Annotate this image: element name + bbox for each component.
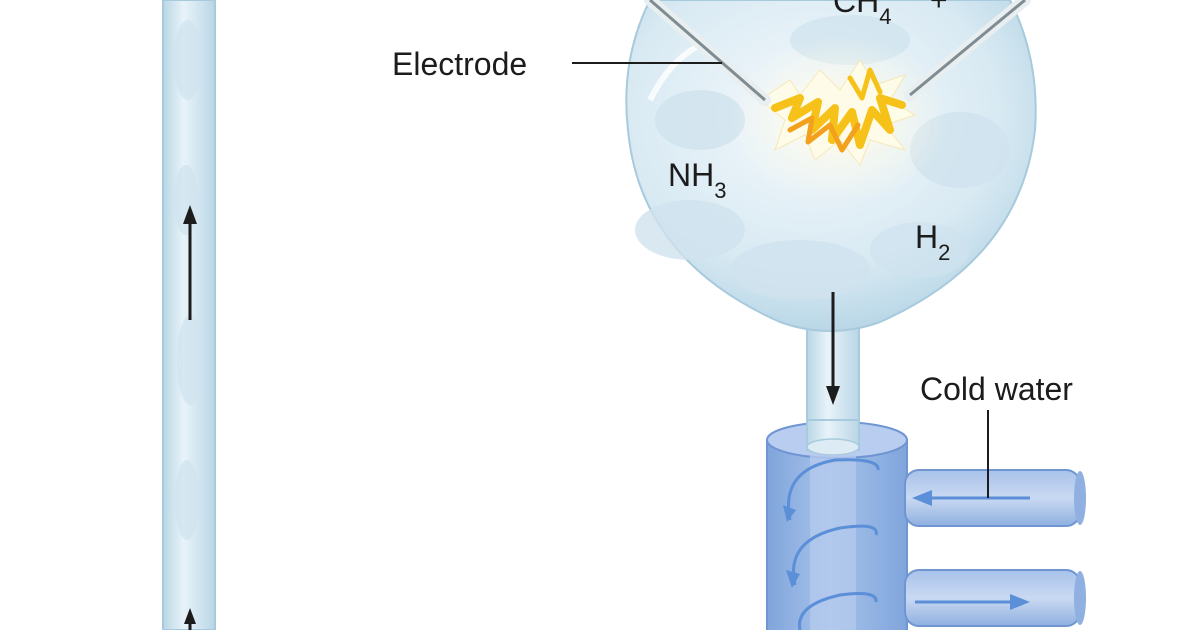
cold-water-label: Cold water — [920, 371, 1073, 407]
cold-water-in-arrow-icon — [912, 490, 1030, 506]
electrode-label: Electrode — [392, 46, 527, 82]
electric-spark — [730, 35, 950, 205]
spark-flask — [625, 0, 1037, 332]
h2-label: H2 — [915, 219, 950, 265]
right-electrode — [904, 0, 1031, 101]
up-arrow-icon — [183, 205, 197, 320]
left-electrode — [644, 0, 771, 106]
plus-label: + — [930, 0, 948, 17]
ch4-label: CH4 — [833, 0, 891, 29]
left-return-tube — [162, 0, 216, 631]
down-arrow-icon — [826, 292, 840, 405]
nh3-label: NH3 — [668, 157, 726, 203]
up-arrow-bottom-icon — [184, 608, 196, 630]
water-out-arrow-icon — [915, 594, 1030, 610]
coolant-swirl-arrows — [783, 458, 880, 631]
condenser — [766, 419, 1086, 635]
